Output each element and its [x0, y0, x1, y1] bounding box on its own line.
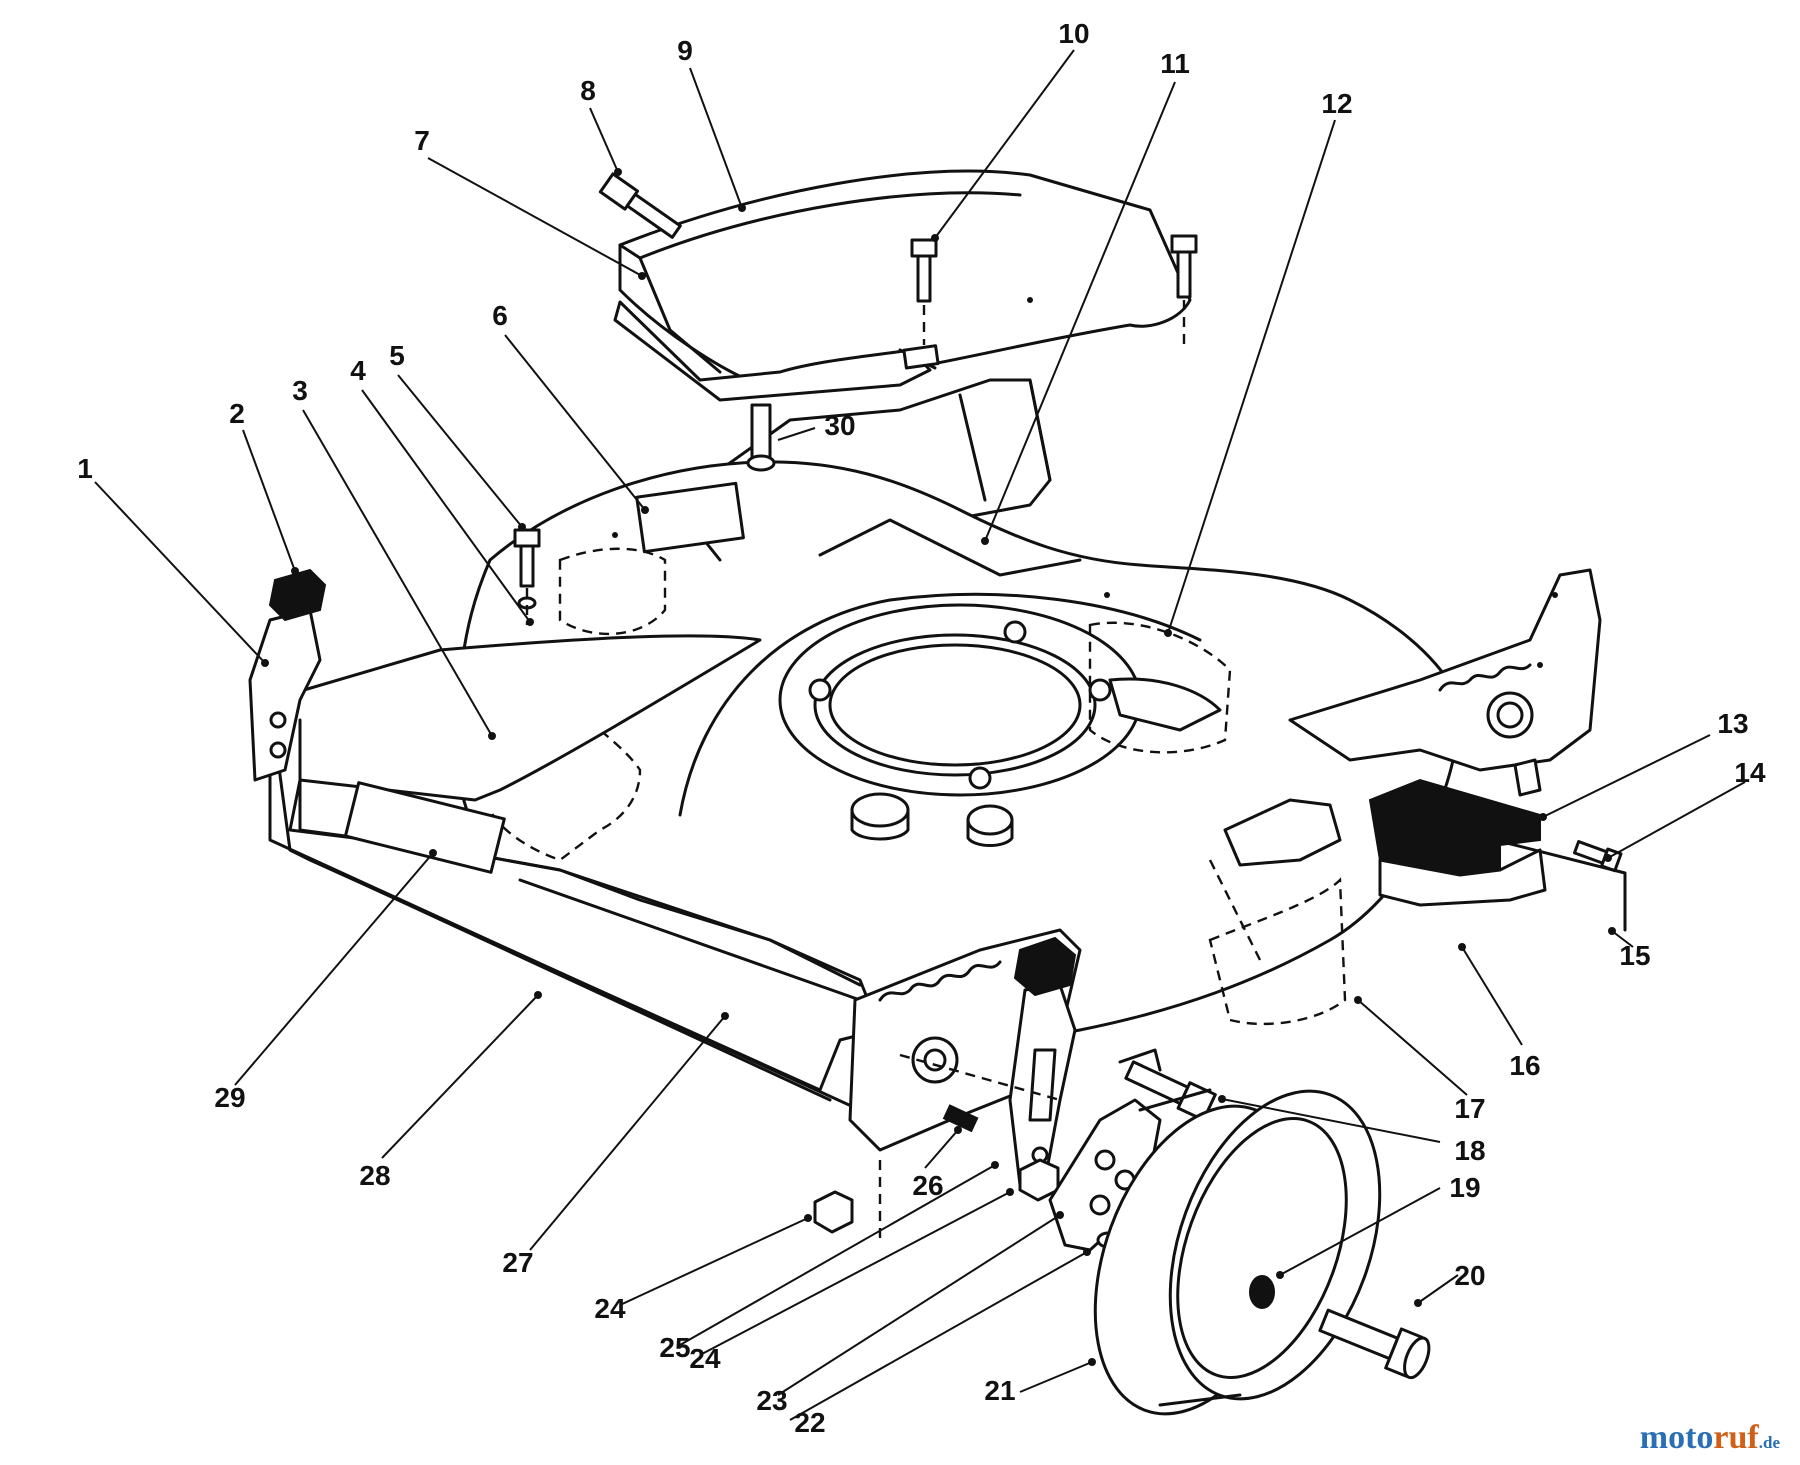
- left-height-lever: [248, 568, 327, 782]
- callout-25: 25: [659, 1332, 690, 1363]
- hardware: [513, 172, 1627, 1252]
- callout-11: 11: [1160, 48, 1190, 79]
- grass-deflector: [613, 169, 1192, 402]
- callout-leaders: [94, 49, 1746, 1421]
- callout-12: 12: [1321, 88, 1352, 119]
- rear-door: [1208, 778, 1547, 961]
- callout-29: 29: [214, 1082, 245, 1113]
- callout-20: 20: [1454, 1260, 1485, 1291]
- callout-18: 18: [1454, 1135, 1485, 1166]
- motoruf-watermark: motoruf.de: [1640, 1419, 1780, 1457]
- callout-5: 5: [389, 340, 405, 371]
- right-height-lever: [1008, 936, 1077, 1187]
- callout-1: 1: [77, 453, 93, 484]
- callout-19: 19: [1449, 1172, 1480, 1203]
- callout-4: 4: [350, 355, 366, 386]
- callout-27: 27: [502, 1247, 533, 1278]
- callout-6: 6: [492, 300, 508, 331]
- callout-30: 30: [824, 410, 855, 441]
- callout-7: 7: [414, 125, 430, 156]
- callout-8: 8: [580, 75, 596, 106]
- callout-10: 10: [1058, 18, 1089, 49]
- callout-labels: 1 2 3 4 5 6 7 8 9 10 11 12 13 14 15 16 1…: [77, 18, 1766, 1438]
- callout-22: 22: [794, 1407, 825, 1438]
- mower-deck: [453, 297, 1462, 1042]
- callout-14: 14: [1734, 757, 1766, 788]
- callout-16: 16: [1509, 1050, 1540, 1081]
- rear-wheel: [1093, 1088, 1431, 1416]
- watermark-part-a: moto: [1639, 1419, 1714, 1456]
- callout-26: 26: [912, 1170, 943, 1201]
- callout-13: 13: [1717, 708, 1748, 739]
- watermark-part-b: ruf: [1713, 1419, 1759, 1456]
- callout-21: 21: [984, 1375, 1015, 1406]
- rear-height-rack: [1288, 568, 1602, 772]
- callout-17: 17: [1454, 1093, 1485, 1124]
- callout-23: 23: [756, 1385, 787, 1416]
- callout-24-center: 24: [689, 1343, 721, 1374]
- callout-24-left: 24: [594, 1293, 626, 1324]
- callout-2: 2: [229, 398, 245, 429]
- callout-15: 15: [1619, 940, 1650, 971]
- front-skirt: [268, 634, 882, 1112]
- callout-3: 3: [292, 375, 308, 406]
- callout-9: 9: [677, 35, 693, 66]
- callout-28: 28: [359, 1160, 390, 1191]
- watermark-part-c: .de: [1758, 1433, 1780, 1452]
